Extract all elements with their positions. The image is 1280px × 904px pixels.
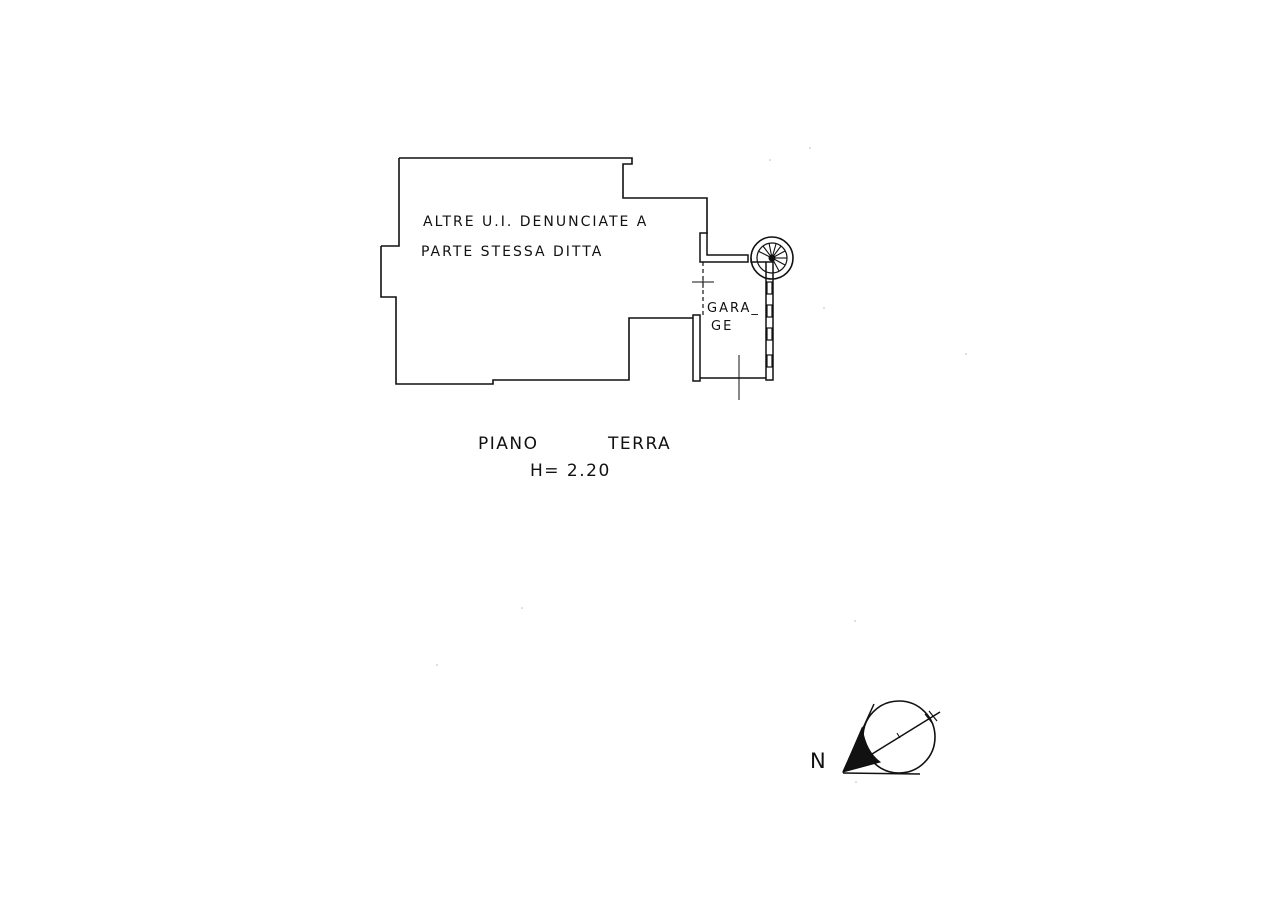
neighbour-units-note-line1: ALTRE U.I. DENUNCIATE A xyxy=(423,214,649,230)
garage-label-line2: GE xyxy=(711,319,734,334)
floor-title-word1: PIANO xyxy=(478,434,539,454)
neighbour-units-outline xyxy=(380,157,708,385)
floor-height: H= 2.20 xyxy=(530,461,611,481)
spiral-staircase xyxy=(750,236,794,280)
neighbour-units-note-line2: PARTE STESSA DITTA xyxy=(421,244,604,260)
garage-walls xyxy=(692,232,774,382)
section-cross-marks xyxy=(692,276,746,400)
garage-label-line1: GARA_ xyxy=(707,301,760,316)
scan-specks xyxy=(436,147,967,783)
north-letter: N xyxy=(810,749,826,773)
garage-windows xyxy=(766,281,773,368)
north-compass xyxy=(842,700,941,775)
floor-title-word2: TERRA xyxy=(608,434,672,454)
